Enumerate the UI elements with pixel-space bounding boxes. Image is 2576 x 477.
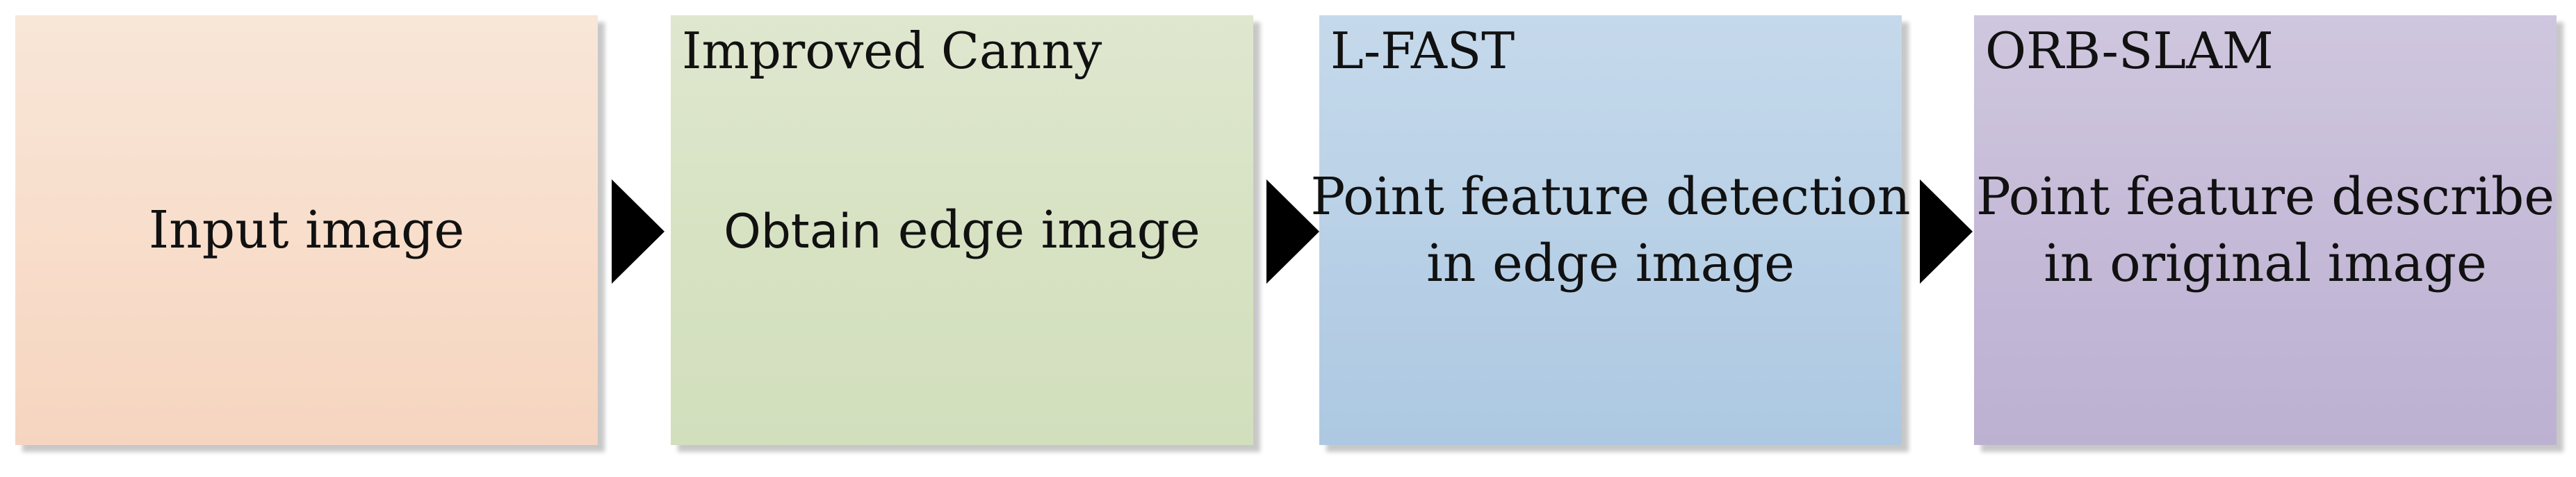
step-input-body: Input image xyxy=(15,120,598,341)
step-canny-text-word: Obtain xyxy=(724,204,882,259)
step-orbslam-body: Point feature describe in original image xyxy=(1974,120,2557,341)
arrow-right-icon xyxy=(612,179,665,284)
step-canny-box: Improved Canny Obtain edge image xyxy=(671,15,1253,445)
step-lfast-box: L-FAST Point feature detection in edge i… xyxy=(1310,15,1911,445)
step-lfast-line-1: Point feature detection xyxy=(1310,166,1911,227)
step-lfast-body: Point feature detection in edge image xyxy=(1310,120,1910,341)
arrow-right-icon xyxy=(1920,179,1973,284)
step-orbslam-line-2: in original image xyxy=(2044,234,2487,293)
step-canny-text: Obtain edge image xyxy=(724,197,1200,264)
step-canny-text-rest: edge image xyxy=(881,200,1200,260)
step-orbslam-box: ORB-SLAM Point feature describe in origi… xyxy=(1974,15,2557,445)
step-input-box: Input image xyxy=(15,15,598,445)
arrow-right-icon xyxy=(1266,179,1319,284)
step-canny-body: Obtain edge image xyxy=(671,120,1253,341)
step-lfast-title: L-FAST xyxy=(1330,22,1515,80)
step-canny-title: Improved Canny xyxy=(682,22,1102,80)
step-input-text: Input image xyxy=(148,200,465,260)
step-orbslam-line-1: Point feature describe xyxy=(1975,166,2555,227)
step-orbslam-title: ORB-SLAM xyxy=(1985,22,2274,80)
step-lfast-line-2: in edge image xyxy=(1426,234,1795,293)
